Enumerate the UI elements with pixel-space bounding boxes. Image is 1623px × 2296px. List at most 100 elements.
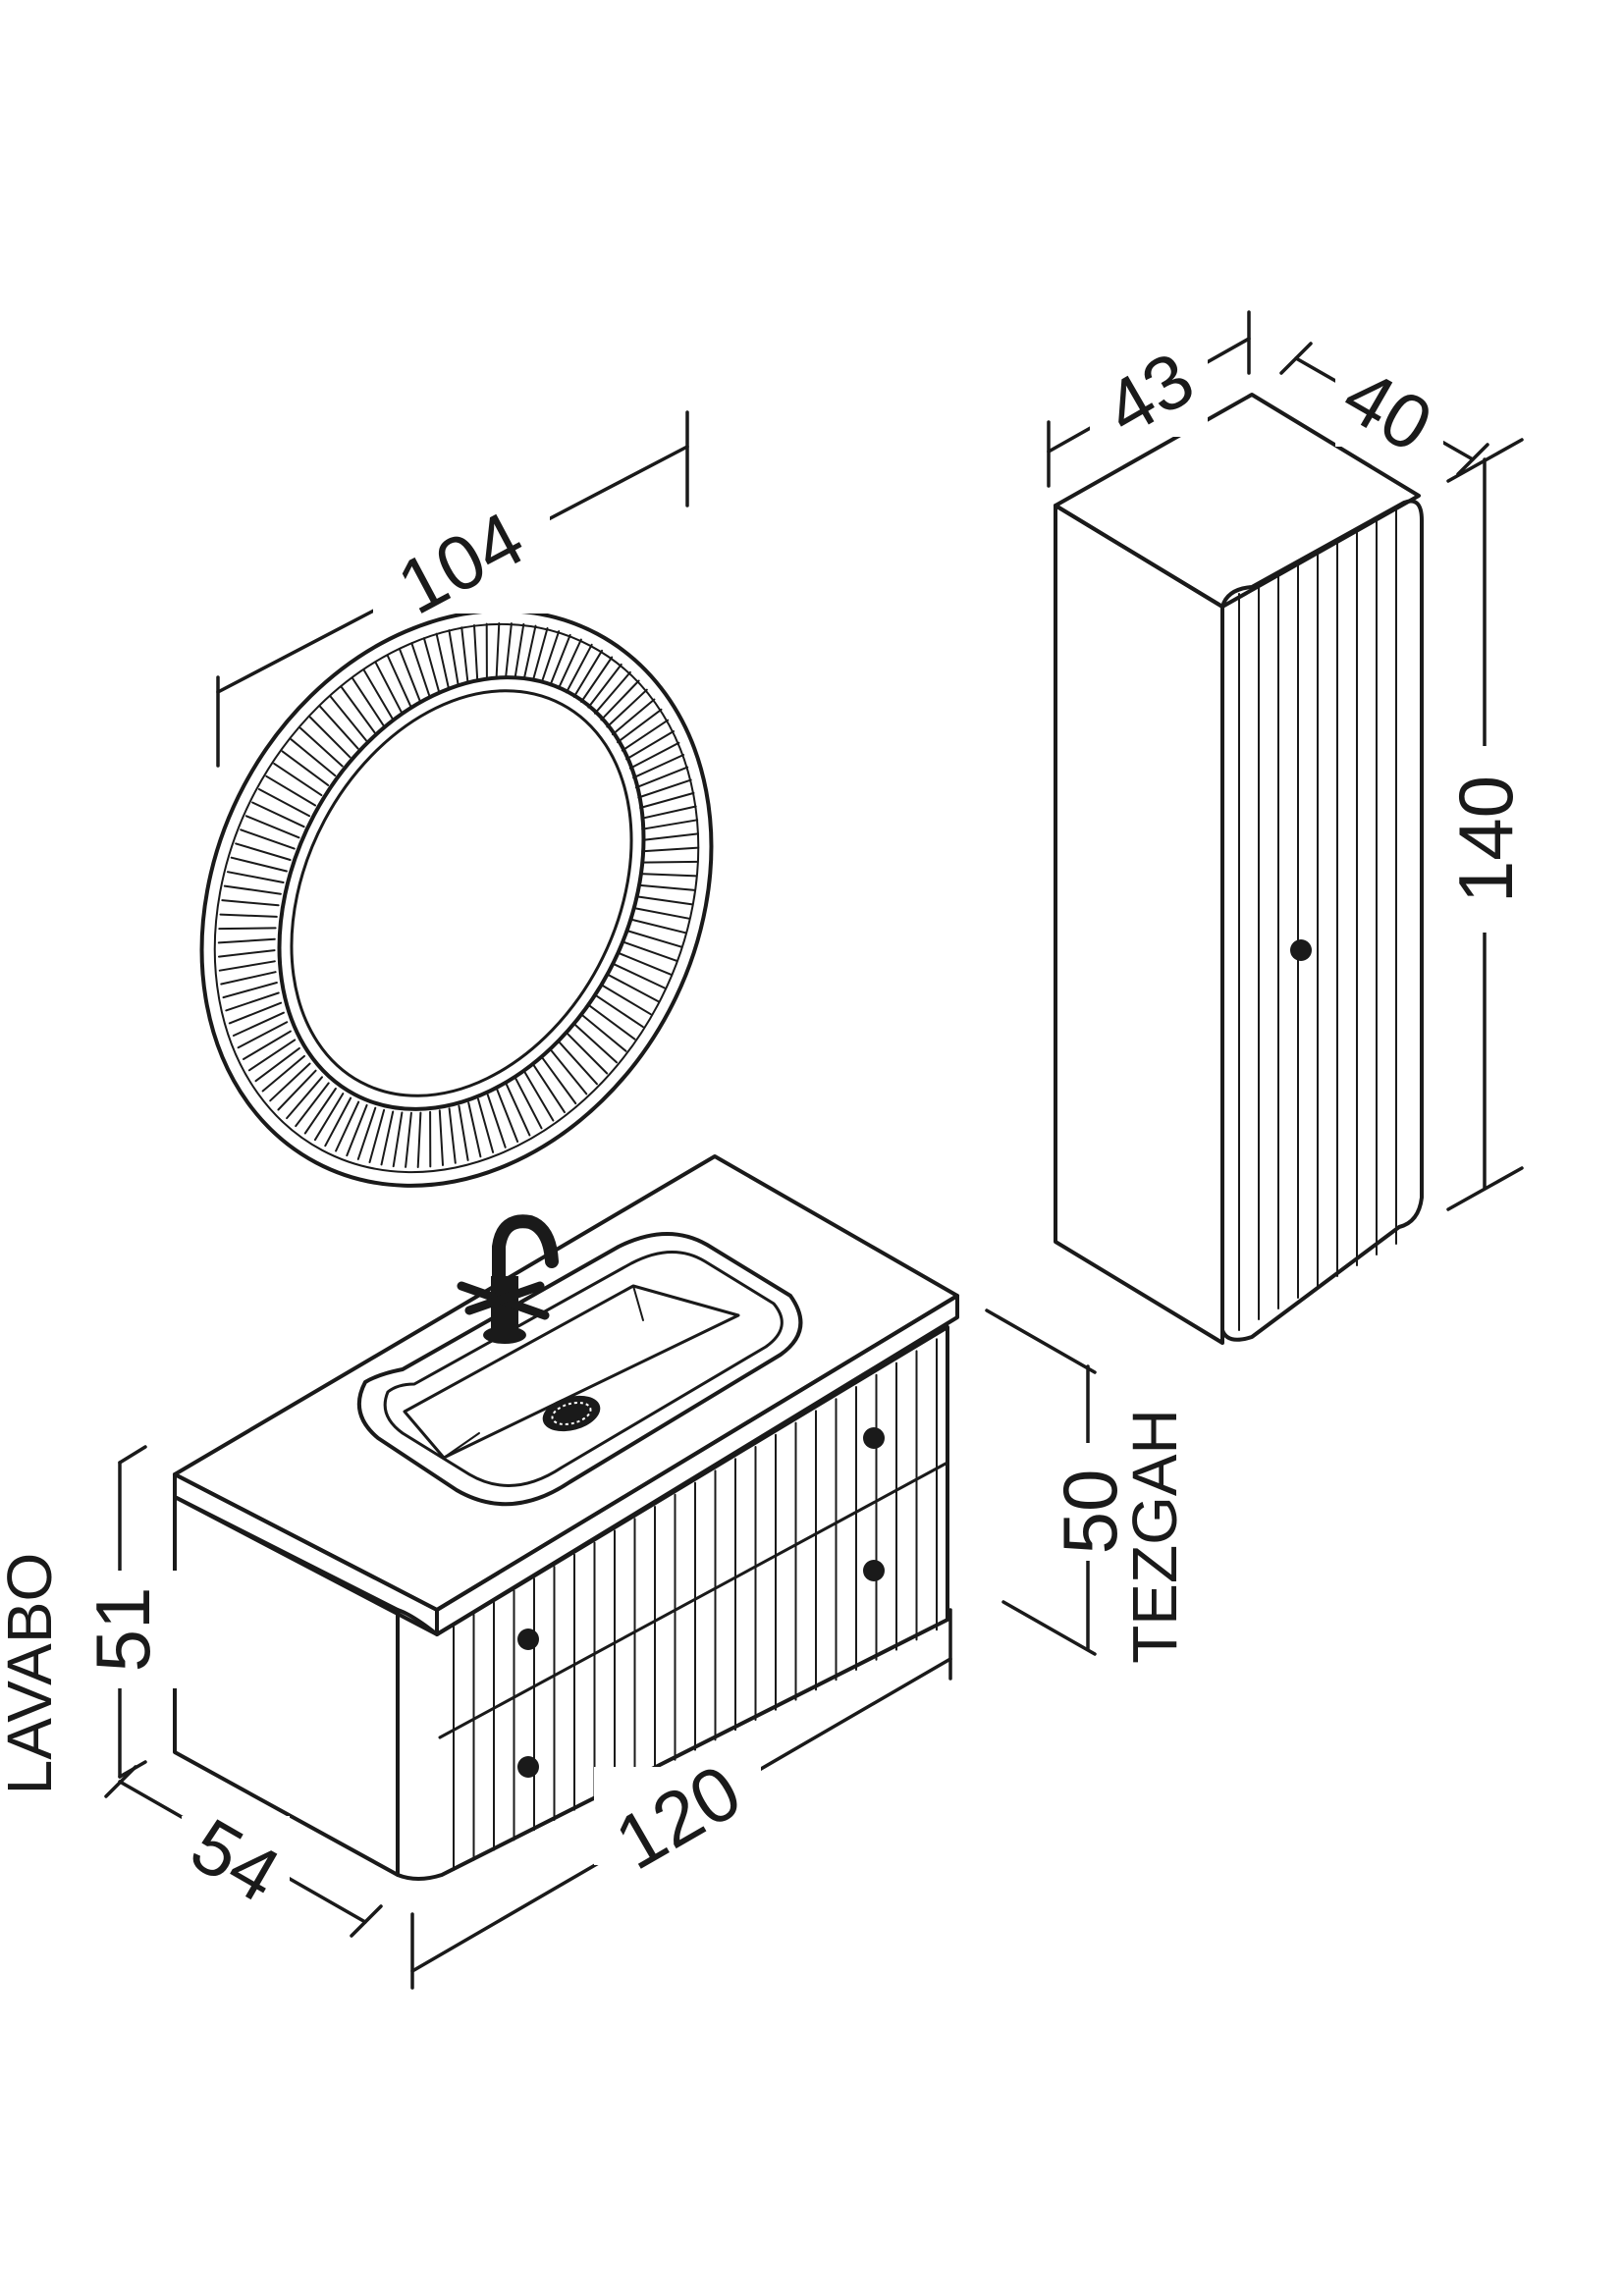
mirror-frame-flute bbox=[594, 670, 631, 715]
mirror-frame-flute bbox=[223, 884, 282, 895]
mirror-frame-flute bbox=[380, 1110, 395, 1166]
drawer-divider bbox=[438, 1461, 949, 1739]
mirror-frame-flute bbox=[240, 828, 296, 850]
mirror-frame-flute bbox=[438, 1109, 444, 1166]
mirror-frame-flute bbox=[558, 1041, 598, 1086]
mirror-frame-flute bbox=[398, 648, 421, 702]
mirror-frame-flute bbox=[522, 624, 537, 680]
cabinet-width-dimension: 43 bbox=[1047, 310, 1251, 488]
sink-inner-rim bbox=[383, 1251, 784, 1487]
mirror-frame-flute bbox=[632, 754, 685, 779]
mirror-frame-flute bbox=[606, 688, 648, 728]
sink-drain-grate bbox=[551, 1402, 592, 1425]
faucet bbox=[457, 1214, 559, 1344]
mirror-outer-rim bbox=[199, 609, 714, 1188]
cabinet-depth-dimension: 40 bbox=[1279, 342, 1489, 476]
mirror-frame-flute bbox=[225, 991, 280, 1012]
mirror-frame-flute bbox=[368, 1108, 386, 1163]
mirror-fluted-frame bbox=[217, 622, 700, 1168]
mirror-frame-flute bbox=[617, 708, 663, 744]
mirror-frame-flute bbox=[218, 949, 276, 958]
mirror-frame-flute bbox=[243, 1030, 292, 1060]
mirror-frame-flute bbox=[405, 1111, 412, 1168]
mirror-frame-flute bbox=[265, 774, 317, 807]
mirror-frame-flute bbox=[237, 1021, 289, 1049]
mirror-frame-flute bbox=[531, 627, 549, 682]
mirror-frame-flute bbox=[550, 1048, 588, 1095]
mirror-frame-flute bbox=[572, 649, 604, 698]
round-mirror bbox=[199, 609, 714, 1188]
mirror-frame-flute bbox=[247, 1039, 297, 1072]
mirror-frame-flute bbox=[335, 1100, 360, 1152]
cabinet-fluted-door bbox=[1238, 507, 1397, 1331]
mirror-frame-flute bbox=[635, 895, 694, 906]
mirror-frame-flute bbox=[505, 622, 513, 679]
mirror-frame-flute bbox=[257, 788, 311, 818]
mirror-frame-flute bbox=[217, 937, 276, 944]
mirror-frame-flute bbox=[514, 622, 525, 679]
drawer-knob-top-right bbox=[863, 1427, 885, 1449]
countertop-surface bbox=[173, 1154, 959, 1612]
mirror-frame-flute bbox=[416, 1111, 422, 1168]
sink-bowl-edge bbox=[443, 1432, 480, 1459]
mirror-frame-flute bbox=[340, 685, 376, 734]
mirror-frame-flute bbox=[565, 643, 593, 694]
mirror-frame-flute bbox=[622, 940, 677, 962]
mirror-frame-flute bbox=[251, 801, 305, 828]
mirror-frame-flute bbox=[628, 741, 680, 770]
mirror-frame-flute bbox=[386, 654, 412, 708]
countertop-front-edge bbox=[435, 1294, 959, 1636]
mirror-frame-flute bbox=[244, 815, 300, 839]
mirror-frame-flute bbox=[448, 1107, 457, 1164]
vanity-width-dimension: 120 bbox=[410, 1608, 952, 1990]
countertop-label: TEZGAH bbox=[1119, 1409, 1190, 1664]
mirror-frame-flute bbox=[269, 1062, 311, 1102]
mirror-frame-flute bbox=[495, 622, 501, 679]
sink-drain bbox=[542, 1395, 601, 1432]
vanity-unit bbox=[173, 1154, 959, 1881]
vanity-height-dimension: 51 LAVABO bbox=[0, 1445, 177, 1795]
mirror-frame-flute bbox=[505, 1083, 531, 1137]
mirror-frame-flute bbox=[254, 1046, 300, 1083]
mirror-frame-flute bbox=[557, 638, 582, 690]
cabinet-side-panel bbox=[1054, 504, 1224, 1345]
mirror-frame-flute bbox=[313, 1093, 345, 1142]
mirror-frame-flute bbox=[587, 663, 622, 709]
mirror-frame-flute bbox=[573, 1023, 618, 1064]
basin-label: LAVABO bbox=[0, 1553, 65, 1795]
mirror-frame-flute bbox=[496, 1089, 519, 1143]
mirror-frame-flute bbox=[448, 629, 460, 686]
mirror-frame-flute bbox=[639, 791, 695, 809]
vanity-depth-dimension: 54 bbox=[104, 1765, 383, 1938]
sink-bowl-edge-2 bbox=[632, 1285, 644, 1321]
mirror-frame-flute bbox=[514, 1077, 543, 1130]
mirror-frame-flute bbox=[329, 695, 367, 742]
mirror-frame-flute bbox=[220, 971, 277, 986]
mirror-frame-flute bbox=[362, 668, 394, 720]
mirror-frame-flute bbox=[594, 993, 644, 1029]
mirror-frame-flute bbox=[228, 1001, 283, 1025]
mirror-frame-flute bbox=[617, 951, 673, 976]
mirror-frame-flute bbox=[600, 679, 640, 721]
mirror-frame-flute bbox=[467, 1101, 482, 1158]
mirror-frame-flute bbox=[374, 661, 403, 714]
mirror-frame-flute bbox=[273, 762, 323, 797]
mirror-frame-flute bbox=[319, 705, 359, 750]
mirror-frame-flute bbox=[299, 726, 344, 768]
sink-bowl bbox=[403, 1284, 740, 1460]
mirror-inner-rim bbox=[277, 675, 646, 1111]
mirror-frame-flute bbox=[219, 913, 278, 918]
mirror-frame-flute bbox=[637, 883, 696, 891]
mirror-frame-flute bbox=[541, 1056, 577, 1105]
mirror-frame-flute bbox=[226, 871, 285, 883]
mirror-frame-flute bbox=[640, 805, 697, 820]
mirror-frame-flute bbox=[580, 656, 614, 703]
drawer-knob-bottom-right bbox=[863, 1560, 885, 1581]
mirror-frame-flute bbox=[477, 1097, 495, 1153]
mirror-frame-flute bbox=[634, 766, 689, 789]
mirror-frame-flute bbox=[566, 1032, 609, 1075]
mirror-frame-flute bbox=[281, 750, 330, 786]
mirror-frame-flute bbox=[308, 716, 352, 759]
mirror-frame-flute bbox=[549, 633, 571, 687]
